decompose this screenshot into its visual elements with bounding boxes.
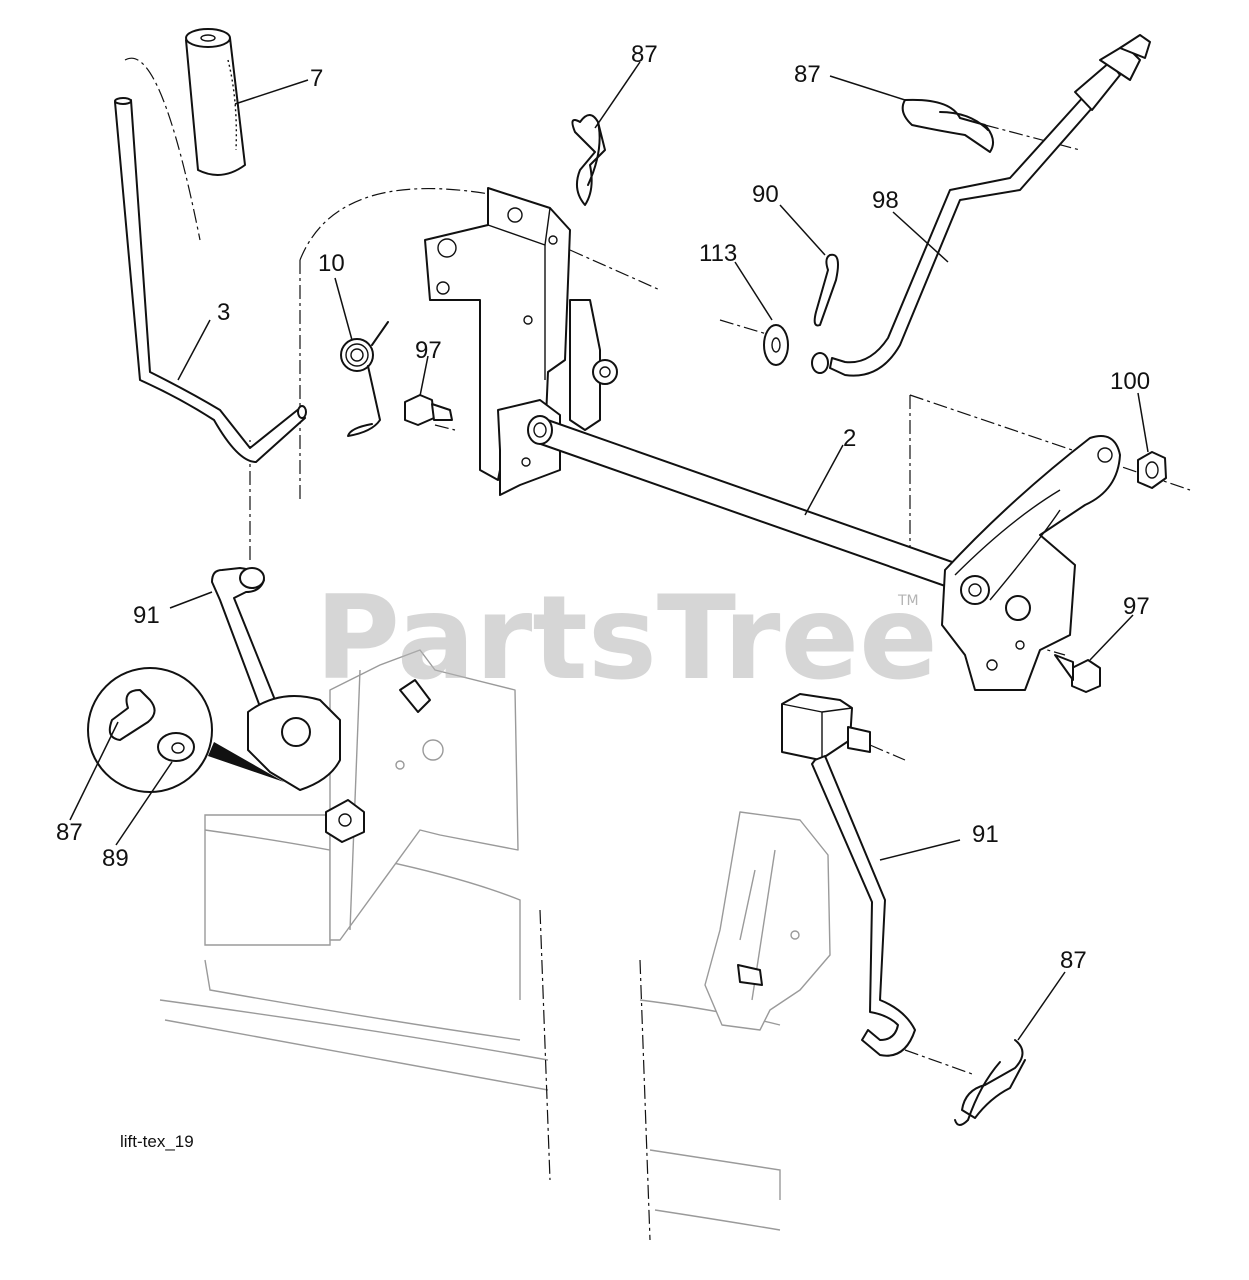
partstree-watermark: PartsTree [315,571,938,706]
callout-100: 100 [1110,368,1150,395]
washer-part [763,324,789,366]
callout-113: 113 [699,240,737,267]
hex-nut-part [1137,451,1167,489]
callout-87-right: 87 [794,61,821,88]
lift-link-rod-part [811,34,1151,377]
callout-7: 7 [310,65,323,92]
deck-outline [159,814,781,1231]
callout-87-bottom: 87 [1060,947,1087,974]
deck-link-left-part [211,567,365,843]
callout-97-left: 97 [415,337,442,364]
shoulder-bolt-right-part [1054,654,1101,693]
callout-90: 90 [752,181,779,208]
detail-inset [87,667,284,793]
handle-grip-part [185,28,246,176]
drawing-code: lift-tex_19 [120,1132,194,1151]
callout-89: 89 [102,845,129,872]
trademark-mark: TM [897,593,919,609]
deck-link-right-part [781,693,916,1057]
callout-98: 98 [872,187,899,214]
callout-91-right: 91 [972,821,999,848]
callout-97-right: 97 [1123,593,1150,620]
watermark: PartsTree TM [315,571,938,706]
callout-3: 3 [217,299,230,326]
callout-10: 10 [318,250,345,277]
hairpin-clip-right-part [901,98,995,153]
callout-87-detail: 87 [56,819,83,846]
hairpin-clip-top-part [571,114,606,206]
left-hanger-bracket-part [329,649,519,941]
lift-shaft-part [527,415,976,595]
hairpin-clip-bottom-part [954,1039,1026,1126]
callout-leaders [69,61,1149,1041]
callout-87-top: 87 [631,41,658,68]
right-lift-arm-part [941,435,1121,691]
cotter-pin-part [813,253,839,327]
shoulder-bolt-left-part [404,394,453,426]
callout-numbers: 7 3 10 97 87 87 90 98 113 100 2 97 91 87… [56,41,1150,974]
lift-lever-part [114,97,307,463]
callout-91-left: 91 [133,602,160,629]
right-hanger-bracket-part [704,811,831,1031]
alignment-lines [124,57,1191,1241]
callout-2: 2 [843,425,856,452]
torsion-spring-part [340,321,389,437]
